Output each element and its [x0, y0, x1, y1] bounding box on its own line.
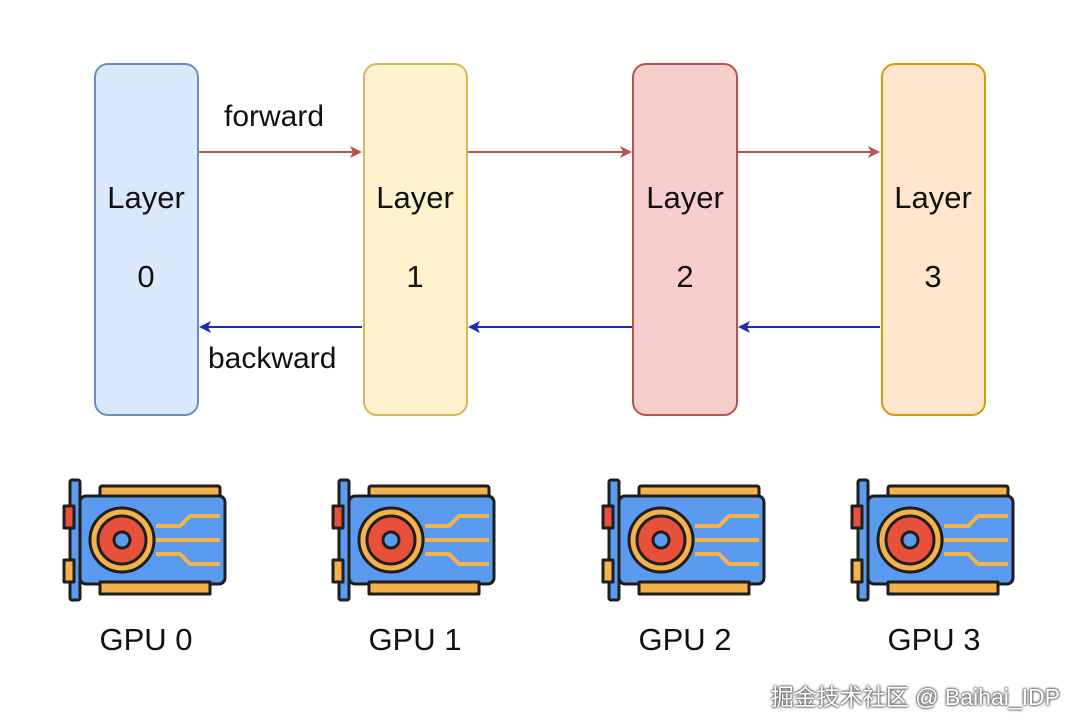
layer-title-3: Layer	[894, 180, 972, 215]
forward-label: forward	[224, 100, 325, 133]
graphics-card-icon	[601, 478, 766, 602]
gpu-label-2: GPU 2	[638, 622, 732, 657]
graphics-card-icon	[850, 478, 1015, 602]
watermark: 掘金技术社区 @ Baihai_IDP	[770, 684, 1060, 710]
gpu-label-0: GPU 0	[99, 622, 193, 657]
layer-title-1: Layer	[376, 180, 454, 215]
layer-title-0: Layer	[107, 180, 185, 215]
layer-index-3: 3	[924, 259, 942, 294]
layer-box-0	[94, 63, 199, 416]
graphics-card-icon	[62, 478, 227, 602]
layer-index-1: 1	[406, 259, 424, 294]
layer-index-0: 0	[137, 259, 155, 294]
layer-index-2: 2	[676, 259, 694, 294]
gpu-label-1: GPU 1	[368, 622, 462, 657]
layer-box-2	[632, 63, 738, 416]
layer-box-3	[881, 63, 986, 416]
backward-label: backward	[208, 342, 337, 375]
layer-box-1	[363, 63, 468, 416]
gpu-label-3: GPU 3	[887, 622, 981, 657]
layer-title-2: Layer	[646, 180, 724, 215]
graphics-card-icon	[331, 478, 496, 602]
